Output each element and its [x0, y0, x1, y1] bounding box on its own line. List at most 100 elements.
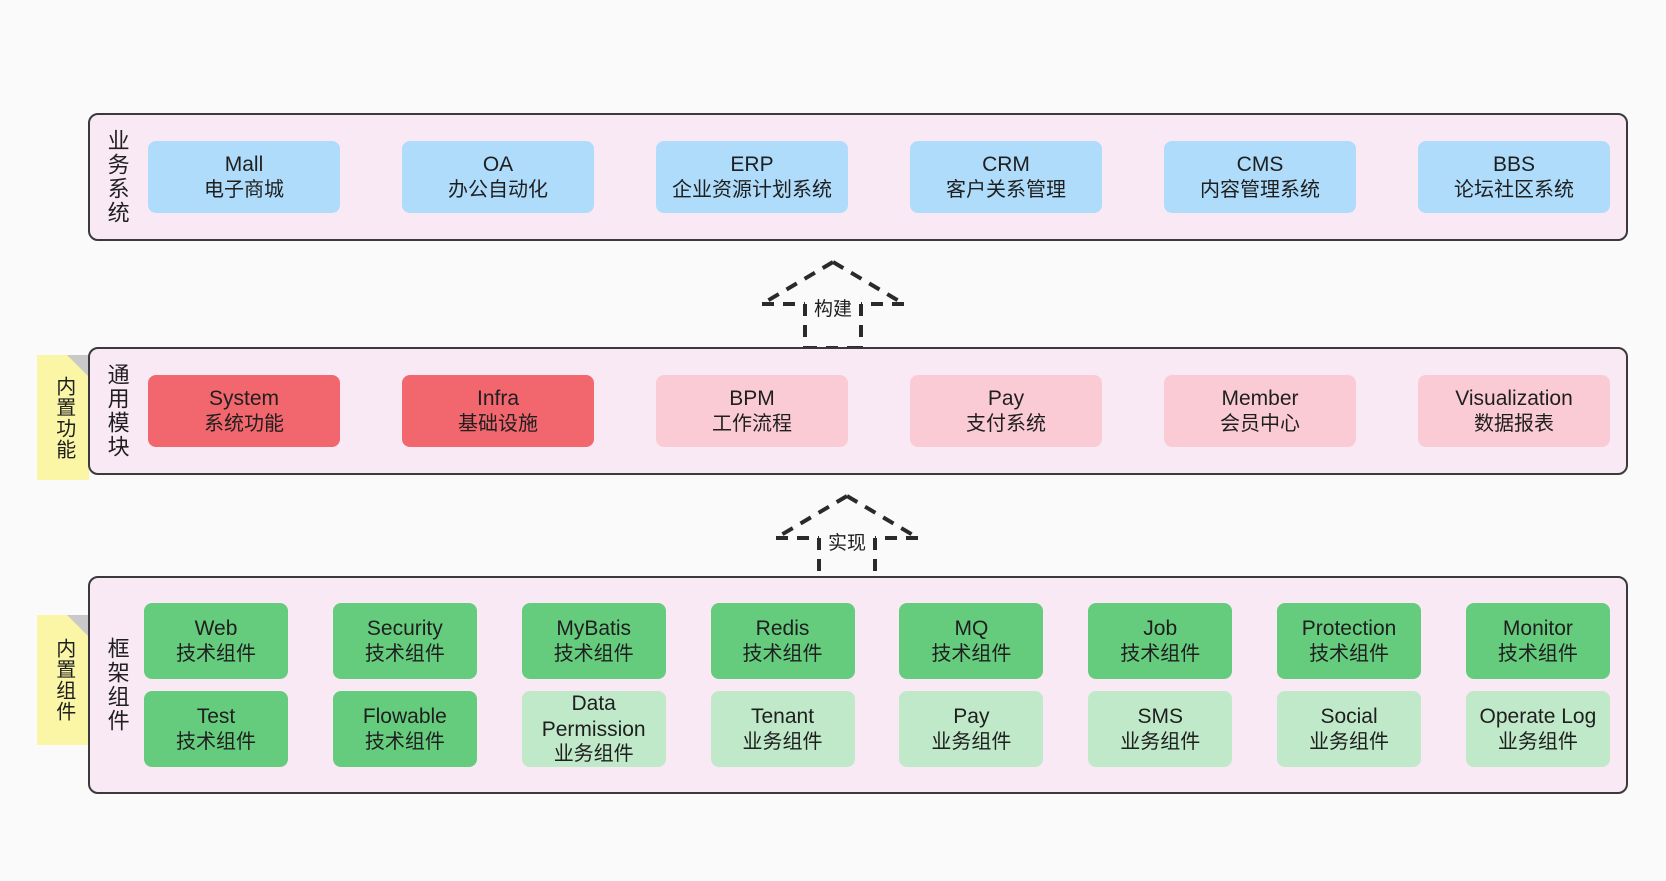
card-bbs[interactable]: BBS 论坛社区系统	[1418, 141, 1610, 213]
layer-title-modules: 通用模块	[104, 363, 130, 459]
card-oa-name: OA	[482, 153, 514, 176]
card-bpm-name: BPM	[729, 387, 775, 410]
card-pay-module-desc: 支付系统	[966, 412, 1046, 435]
sticky-note-builtin-components-text: 内置组件	[52, 638, 75, 722]
card-web-name: Web	[194, 617, 238, 640]
card-visualization-name: Visualization	[1455, 387, 1573, 410]
card-infra-desc: 基础设施	[458, 412, 538, 435]
card-social[interactable]: Social 业务组件	[1277, 691, 1422, 767]
card-data-permission-name: Data Permission	[541, 692, 646, 741]
card-web-desc: 技术组件	[176, 642, 256, 665]
card-infra[interactable]: Infra 基础设施	[402, 375, 594, 447]
card-flowable[interactable]: Flowable 技术组件	[332, 691, 477, 767]
layer-body-modules: System 系统功能 Infra 基础设施 BPM 工作流程 Pay 支付系统…	[144, 349, 1626, 473]
card-crm-name: CRM	[982, 153, 1030, 176]
layer-framework-row-2: Test 技术组件 Flowable 技术组件 Data Permission …	[144, 691, 1610, 767]
card-flowable-desc: 技术组件	[364, 730, 445, 753]
card-tenant-desc: 业务组件	[742, 730, 823, 753]
connector-build-label: 构建	[813, 299, 853, 320]
card-visualization-desc: 数据报表	[1474, 412, 1554, 435]
card-mq[interactable]: MQ 技术组件	[899, 603, 1044, 679]
card-pay-module[interactable]: Pay 支付系统	[910, 375, 1102, 447]
card-member-name: Member	[1221, 387, 1299, 410]
card-sms[interactable]: SMS 业务组件	[1088, 691, 1233, 767]
card-flowable-name: Flowable	[362, 705, 447, 728]
card-oa-desc: 办公自动化	[448, 178, 548, 201]
layer-framework-components: 框架组件 Web 技术组件 Security 技术组件 MyBatis 技术组件…	[88, 576, 1628, 794]
card-pay-component[interactable]: Pay 业务组件	[899, 691, 1044, 767]
card-web[interactable]: Web 技术组件	[144, 603, 288, 679]
card-job-desc: 技术组件	[1120, 642, 1201, 665]
card-bpm[interactable]: BPM 工作流程	[656, 375, 848, 447]
card-mall[interactable]: Mall 电子商城	[148, 141, 340, 213]
card-test-desc: 技术组件	[176, 730, 256, 753]
layer-business-systems: 业务系统 Mall 电子商城 OA 办公自动化 ERP 企业资源计划系统 CRM…	[88, 113, 1628, 241]
card-test-name: Test	[196, 705, 236, 728]
card-social-desc: 业务组件	[1309, 730, 1390, 753]
card-system[interactable]: System 系统功能	[148, 375, 340, 447]
card-data-permission-desc: 业务组件	[553, 743, 634, 766]
card-cms-name: CMS	[1236, 153, 1284, 176]
card-erp-desc: 企业资源计划系统	[672, 178, 832, 201]
card-mybatis-desc: 技术组件	[553, 642, 634, 665]
card-data-permission[interactable]: Data Permission 业务组件	[521, 691, 666, 767]
card-infra-name: Infra	[476, 387, 520, 410]
card-mall-desc: 电子商城	[204, 178, 284, 201]
connector-implement-glyph	[774, 494, 920, 584]
layer-title-business: 业务系统	[104, 129, 130, 225]
card-job[interactable]: Job 技术组件	[1088, 603, 1233, 679]
card-protection-desc: 技术组件	[1309, 642, 1390, 665]
card-monitor-name: Monitor	[1502, 617, 1573, 640]
card-member-desc: 会员中心	[1220, 412, 1300, 435]
card-mybatis-name: MyBatis	[556, 617, 632, 640]
card-security-name: Security	[366, 617, 443, 640]
card-job-name: Job	[1143, 617, 1178, 640]
card-operate-log[interactable]: Operate Log 业务组件	[1465, 691, 1610, 767]
card-test[interactable]: Test 技术组件	[144, 691, 288, 767]
card-visualization[interactable]: Visualization 数据报表	[1418, 375, 1610, 447]
sticky-note-builtin-features-text: 内置功能	[52, 375, 75, 460]
card-operate-log-desc: 业务组件	[1497, 730, 1578, 753]
card-operate-log-name: Operate Log	[1479, 705, 1597, 728]
card-tenant[interactable]: Tenant 业务组件	[710, 691, 855, 767]
card-mybatis[interactable]: MyBatis 技术组件	[521, 603, 666, 679]
card-erp-name: ERP	[730, 153, 774, 176]
card-system-name: System	[208, 387, 279, 410]
card-crm-desc: 客户关系管理	[946, 178, 1066, 201]
card-protection-name: Protection	[1301, 617, 1397, 640]
card-monitor[interactable]: Monitor 技术组件	[1465, 603, 1610, 679]
card-member[interactable]: Member 会员中心	[1164, 375, 1356, 447]
card-oa[interactable]: OA 办公自动化	[402, 141, 594, 213]
card-crm[interactable]: CRM 客户关系管理	[910, 141, 1102, 213]
card-mq-desc: 技术组件	[931, 642, 1012, 665]
card-pay-component-name: Pay	[953, 705, 990, 728]
connector-build: 构建	[758, 258, 908, 350]
connector-build-glyph	[760, 260, 906, 350]
card-system-desc: 系统功能	[204, 412, 284, 435]
card-social-name: Social	[1320, 705, 1378, 728]
layer-title-framework: 框架组件	[104, 637, 130, 733]
card-cms-desc: 内容管理系统	[1200, 178, 1320, 201]
connector-implement: 实现	[772, 492, 922, 584]
layer-business-row-1: Mall 电子商城 OA 办公自动化 ERP 企业资源计划系统 CRM 客户关系…	[144, 141, 1610, 213]
card-redis[interactable]: Redis 技术组件	[710, 603, 855, 679]
sticky-note-builtin-components: 内置组件	[37, 615, 89, 745]
card-bbs-name: BBS	[1492, 153, 1536, 176]
layer-framework-row-1: Web 技术组件 Security 技术组件 MyBatis 技术组件 Redi…	[144, 603, 1610, 679]
card-tenant-name: Tenant	[751, 705, 815, 728]
card-security[interactable]: Security 技术组件	[332, 603, 477, 679]
card-protection[interactable]: Protection 技术组件	[1277, 603, 1422, 679]
card-cms[interactable]: CMS 内容管理系统	[1164, 141, 1356, 213]
card-mq-name: MQ	[954, 617, 989, 640]
card-erp[interactable]: ERP 企业资源计划系统	[656, 141, 848, 213]
sticky-fold-corner-icon	[67, 355, 89, 377]
layer-body-framework: Web 技术组件 Security 技术组件 MyBatis 技术组件 Redi…	[144, 578, 1626, 792]
sticky-note-builtin-features: 内置功能	[37, 355, 89, 480]
card-bpm-desc: 工作流程	[712, 412, 792, 435]
layer-body-business: Mall 电子商城 OA 办公自动化 ERP 企业资源计划系统 CRM 客户关系…	[144, 115, 1626, 239]
connector-implement-label: 实现	[827, 533, 867, 554]
card-redis-name: Redis	[755, 617, 810, 640]
card-pay-module-name: Pay	[987, 387, 1025, 410]
card-mall-name: Mall	[224, 153, 264, 176]
